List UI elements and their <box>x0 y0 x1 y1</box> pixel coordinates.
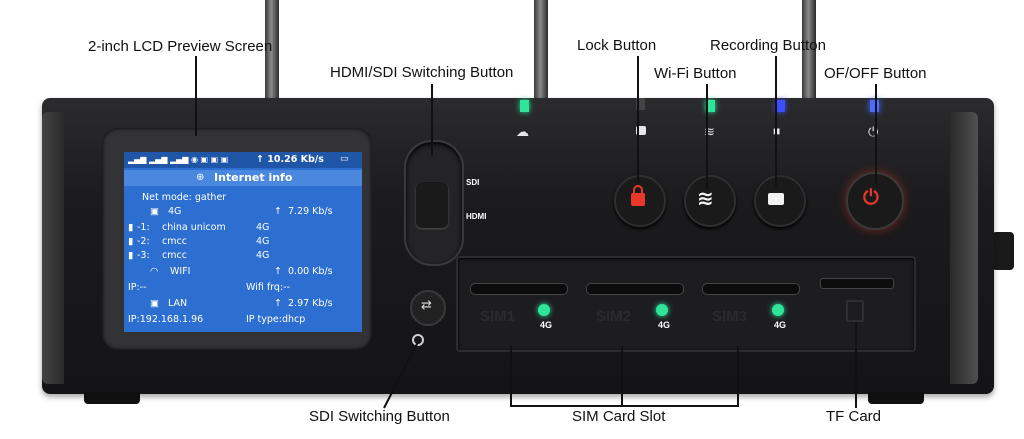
callout-sim-slot: SIM Card Slot <box>572 408 666 425</box>
sim1-label: SIM1 <box>480 308 516 325</box>
left-bumper <box>42 112 64 384</box>
lan-name: LAN <box>168 298 188 309</box>
led-cloud <box>520 100 529 112</box>
antenna-right <box>802 0 816 110</box>
side-connector <box>992 232 1014 270</box>
tf-card-slot[interactable] <box>820 278 894 289</box>
wifi-icon: ◠ <box>150 266 159 277</box>
sim2-label: SIM2 <box>596 308 632 325</box>
callout-recording-button: Recording Button <box>710 37 826 54</box>
switch-label-sdi: SDI <box>466 178 480 187</box>
battery-icon: ▭ <box>340 154 349 164</box>
ip-wifi: IP:-- <box>128 282 147 293</box>
switch-slider <box>416 182 448 228</box>
wifi-name: WIFI <box>170 266 191 277</box>
sim1-net: 4G <box>256 222 270 233</box>
ip-type: IP type:dhcp <box>246 314 306 325</box>
sim-slot-1[interactable] <box>470 283 568 295</box>
callout-tf-card: TF Card <box>826 408 882 425</box>
sim1-net: 4G <box>540 320 553 330</box>
lcd-screen: ▂▄▆ ▂▄▆ ▂▄▆ ◉ ▣ ▣ ▣ ↑ 10.26 Kb/s ▭ ⊕ Int… <box>124 152 362 332</box>
power-icon: ⏻ <box>863 187 879 209</box>
lcd-status-bar <box>124 152 362 168</box>
sim-icon: ▮ <box>128 222 134 233</box>
hdmi-sdi-switch[interactable] <box>404 140 464 266</box>
sdi-indicator <box>412 334 424 346</box>
callout-sdi-switch: SDI Switching Button <box>309 408 450 425</box>
foot-right <box>868 392 924 404</box>
wifi-icon: ≋ <box>697 188 714 210</box>
callout-wifi-button: Wi-Fi Button <box>654 65 737 82</box>
wifi-rate: ↑ 0.00 Kb/s <box>274 266 333 277</box>
callout-hdmi-sdi-switch: HDMI/SDI Switching Button <box>330 64 514 81</box>
led-record <box>776 100 785 112</box>
callout-lock-button: Lock Button <box>577 37 657 54</box>
wifi-button[interactable] <box>684 175 736 227</box>
aggregate-rate: ↑ 7.29 Kb/s <box>274 206 333 217</box>
sdi-switch-button[interactable] <box>410 290 446 326</box>
sim-icon: ▮ <box>128 250 134 261</box>
sim2-carrier: cmcc <box>162 236 187 247</box>
status-rate: ↑ 10.26 Kb/s <box>256 154 324 165</box>
lock-icon <box>631 193 645 206</box>
signal-icons: ▂▄▆ ▂▄▆ ▂▄▆ ◉ ▣ ▣ ▣ <box>128 155 229 164</box>
sim3-net: 4G <box>774 320 787 330</box>
foot-left <box>84 392 140 404</box>
sim2-led <box>656 304 668 316</box>
sim1-id: -1: <box>137 222 150 233</box>
cloud-upload-icon: ☁ <box>516 124 529 139</box>
sim-slot-3[interactable] <box>702 283 800 295</box>
sim2-id: -2: <box>137 236 150 247</box>
wifi-status-icon: ≋ <box>704 124 715 139</box>
aggregate-name: 4G <box>168 206 182 217</box>
sim2-net: 4G <box>658 320 671 330</box>
sim-slot-2[interactable] <box>586 283 684 295</box>
led-lock <box>636 98 645 110</box>
led-wifi <box>706 100 715 112</box>
lan-rate: ↑ 2.97 Kb/s <box>274 298 333 309</box>
camera-icon <box>768 193 784 205</box>
sim3-id: -3: <box>137 250 150 261</box>
sim3-led <box>772 304 784 316</box>
tf-card-icon <box>846 300 864 322</box>
wifi-freq: Wifi frq:-- <box>246 282 290 293</box>
lock-status-icon <box>636 126 646 135</box>
right-bumper <box>950 112 978 384</box>
globe-icon: ⊕ <box>196 172 205 183</box>
antenna-middle <box>534 0 548 104</box>
sim1-carrier: china unicom <box>162 222 226 233</box>
ip-lan: IP:192.168.1.96 <box>128 314 204 325</box>
lcd-header <box>124 170 362 186</box>
camera-status-icon: ■ <box>773 124 781 138</box>
sim1-led <box>538 304 550 316</box>
sdi-switch-icon: ⇄ <box>421 297 432 312</box>
lan-icon: ▣ <box>150 298 159 309</box>
sim2-net: 4G <box>256 236 270 247</box>
sim3-carrier: cmcc <box>162 250 187 261</box>
callout-lcd-screen: 2-inch LCD Preview Screen <box>88 38 273 55</box>
antenna-left <box>265 0 279 112</box>
switch-label-hdmi: HDMI <box>466 212 487 221</box>
sim3-net: 4G <box>256 250 270 261</box>
net-mode: Net mode: gather <box>142 192 227 203</box>
aggregate-icon: ▣ <box>150 206 159 217</box>
lcd-header-title: Internet info <box>214 171 293 184</box>
led-power <box>870 100 879 112</box>
lock-shackle <box>633 185 643 195</box>
callout-power-button: OF/OFF Button <box>824 65 927 82</box>
sim-icon: ▮ <box>128 236 134 247</box>
power-status-icon: ⏻ <box>868 124 879 139</box>
sim3-label: SIM3 <box>712 308 748 325</box>
